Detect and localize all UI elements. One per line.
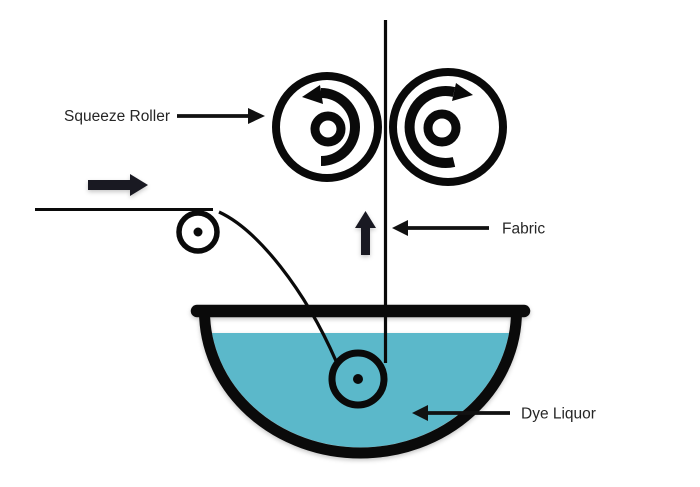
- right-squeeze-roller: [389, 68, 507, 186]
- squeeze-roller-label: Squeeze Roller: [64, 108, 170, 125]
- guide-roller: [176, 210, 220, 254]
- dye-bath-bowl-outline: [199, 310, 522, 459]
- fabric-drape-curve: [218, 210, 338, 362]
- dye-liquor-label: Dye Liquor: [521, 406, 596, 423]
- immersion-roller-axle-dot: [353, 374, 363, 384]
- right-squeeze-roller-hub: [423, 109, 461, 147]
- counterclockwise-rotation-arrow-head: [302, 85, 323, 104]
- clockwise-rotation-arrow-head: [452, 83, 473, 101]
- left-squeeze-roller-hub: [310, 111, 346, 147]
- clockwise-rotation-arrow-arc: [404, 86, 456, 168]
- dye-liquor-pointer-arrow: [412, 405, 510, 421]
- guide-roller-axle-dot: [193, 227, 203, 237]
- counterclockwise-rotation-arrow-arc: [320, 88, 360, 166]
- squeeze-roller-pointer-arrow: [177, 108, 265, 124]
- left-squeeze-roller: [272, 72, 382, 182]
- immersion-roller-ring: [328, 349, 388, 409]
- fabric-web: [35, 20, 388, 363]
- squeeze-roller-pointer-head: [248, 108, 265, 124]
- dye-liquid: [212, 333, 509, 448]
- dye-liquor-pointer-head: [412, 405, 428, 421]
- fabric-pointer-head: [392, 220, 408, 236]
- fabric-output-flow-arrow: [355, 211, 376, 255]
- fabric-pointer-arrow: [392, 220, 489, 236]
- fabric-label: Fabric: [502, 221, 545, 238]
- dye-bath: [190, 304, 531, 459]
- fabric-input-flow-arrow: [88, 174, 148, 196]
- immersion-roller: [328, 349, 388, 409]
